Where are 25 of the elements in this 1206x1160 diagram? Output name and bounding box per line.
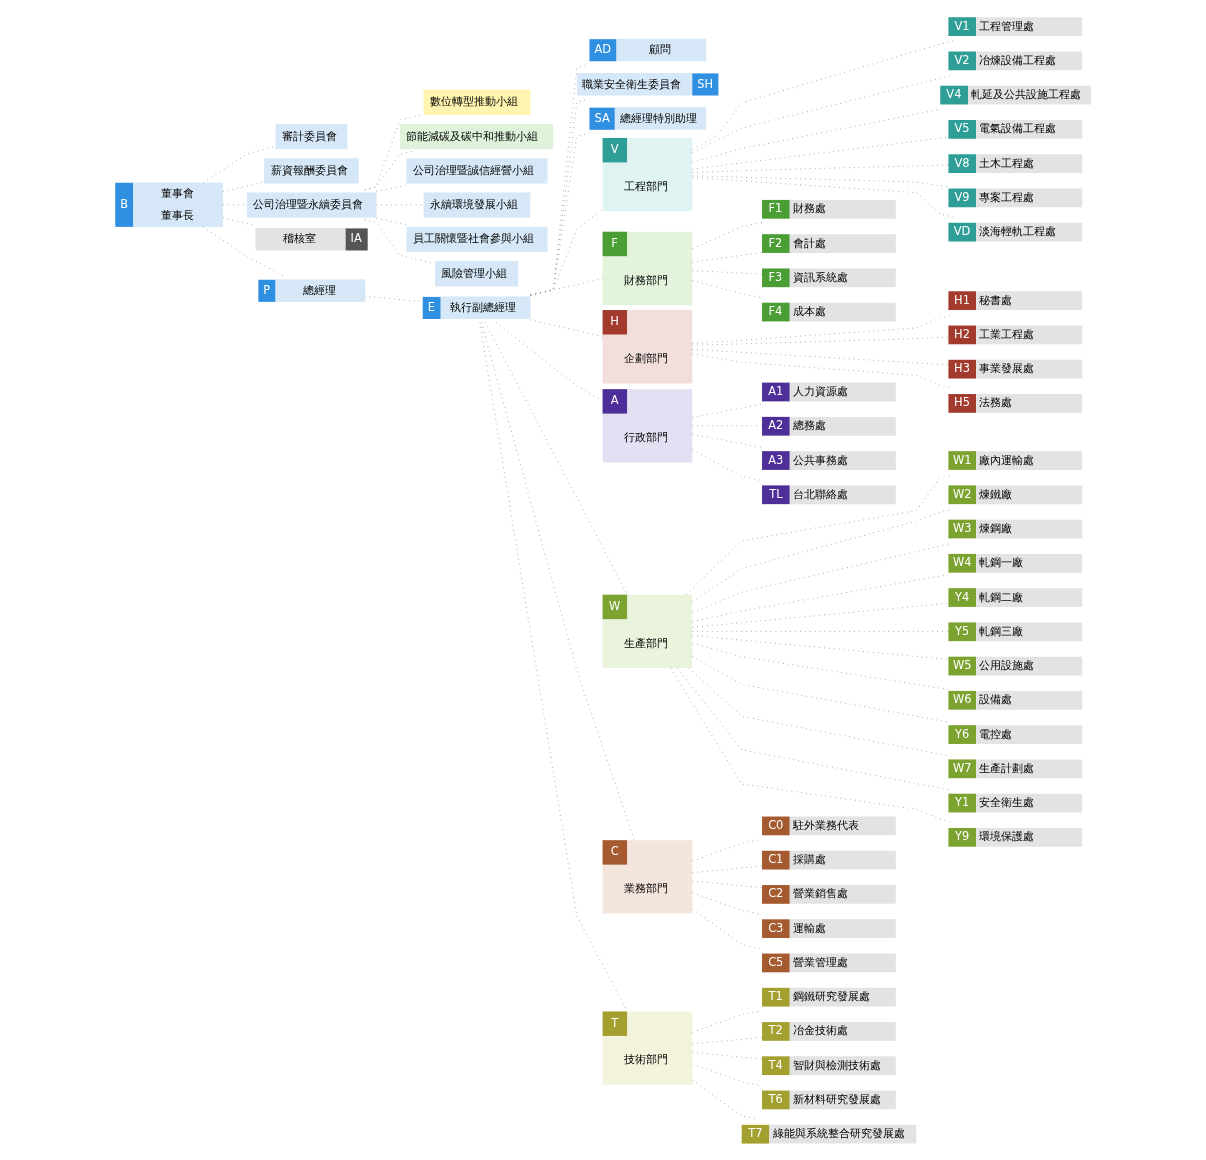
node-box: 節能減碳及碳中和推動小組: [399, 124, 554, 150]
connector: [692, 508, 954, 603]
connector: [530, 208, 603, 296]
connector: [692, 574, 949, 623]
connector: [484, 321, 628, 595]
connector: [222, 217, 256, 227]
connector: [495, 321, 603, 401]
connector: [670, 667, 954, 823]
node-box: 永續環境發展小組: [423, 192, 531, 218]
node-box: 員工關懷暨社會參與小組: [406, 226, 548, 253]
connector: [692, 656, 949, 723]
node-box: 公司治理暨永續委員會: [247, 192, 377, 218]
connector: [676, 667, 949, 791]
node-box: 公司治理暨誠信經營小組: [406, 158, 548, 184]
node-box: 薪資報酬委員會: [264, 158, 359, 184]
connector: [692, 642, 949, 690]
node-box: 審計委員會: [275, 124, 348, 150]
connector: [364, 150, 414, 191]
connector: [202, 145, 276, 184]
node-box: 風險管理小組: [435, 261, 519, 287]
connector: [692, 109, 941, 163]
node-box: 數位轉型推動小組: [423, 89, 531, 116]
connector: [692, 222, 763, 250]
connector: [530, 319, 603, 337]
connector: [530, 278, 603, 296]
